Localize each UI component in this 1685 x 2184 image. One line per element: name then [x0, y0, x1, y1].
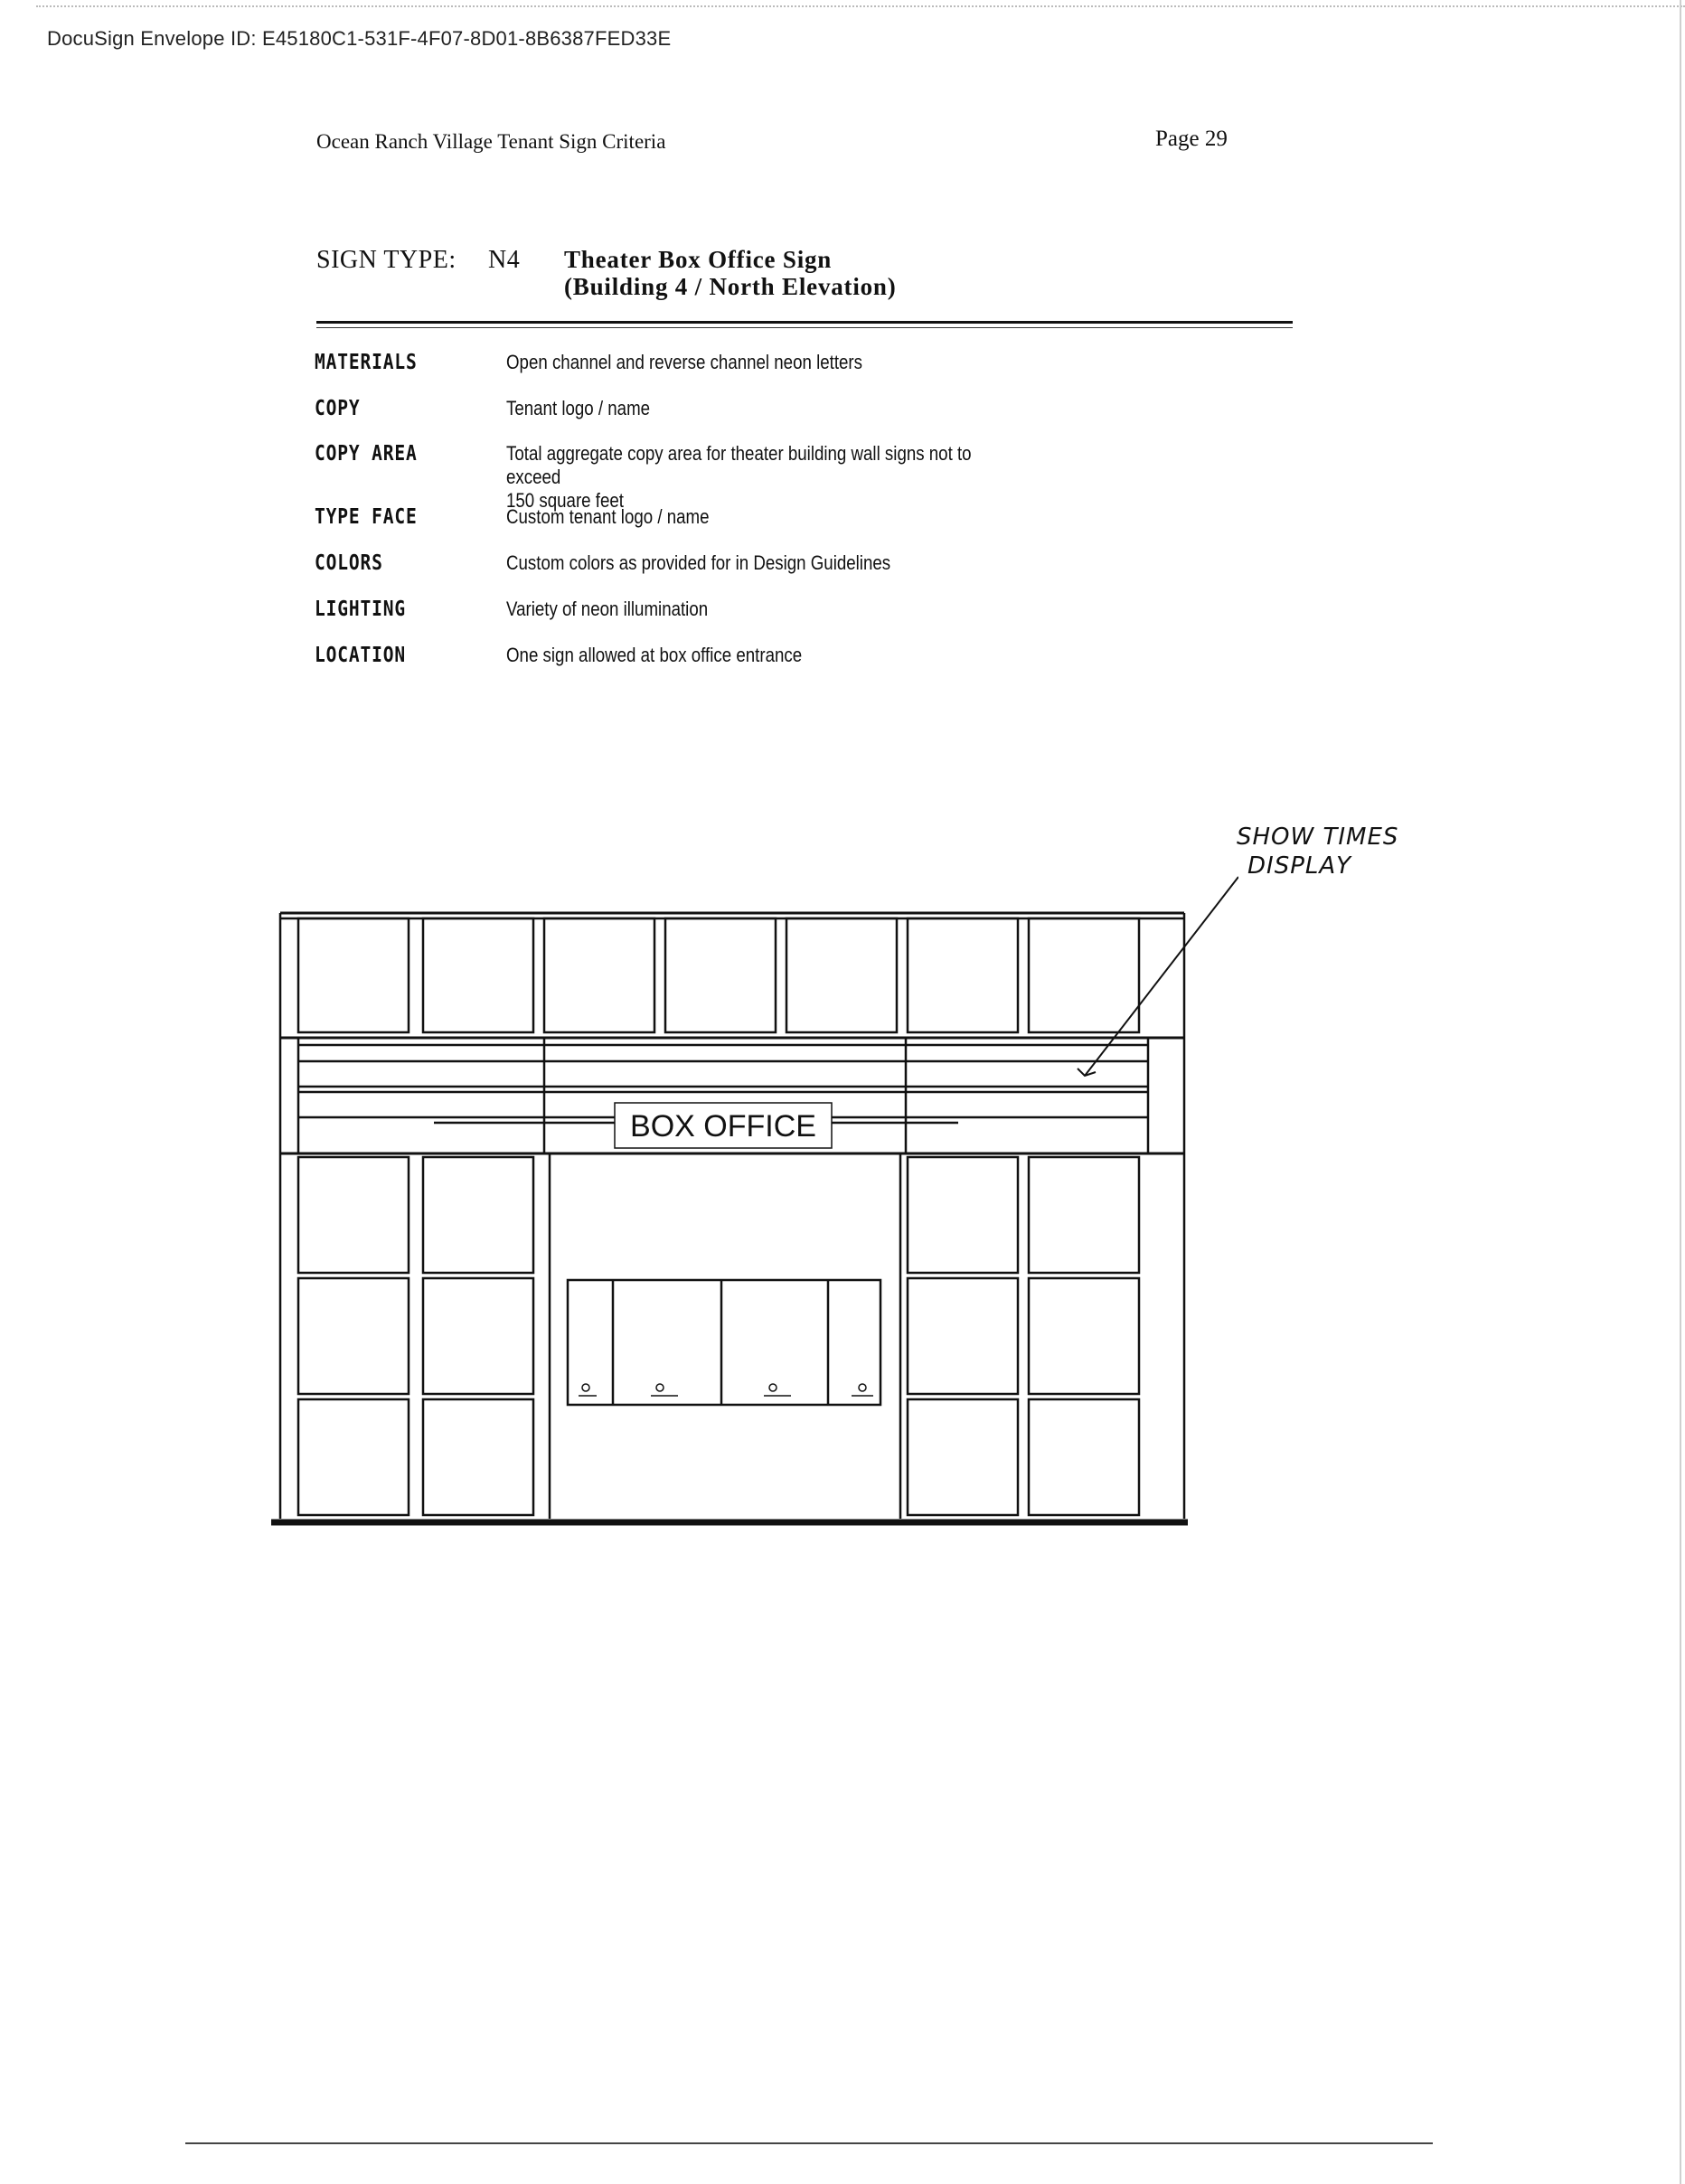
spec-value: Tenant logo / name: [506, 397, 651, 419]
spec-label: LIGHTING: [315, 598, 406, 621]
spec-label: TYPE FACE: [315, 505, 418, 529]
spec-label: MATERIALS: [315, 351, 418, 374]
right-border: [1680, 0, 1681, 2184]
spec-row: COPY AREA Total aggregate copy area for …: [315, 442, 1085, 512]
spec-row: COPY Tenant logo / name: [315, 397, 1085, 442]
spec-row: COLORS Custom colors as provided for in …: [315, 551, 1085, 598]
envelope-id: DocuSign Envelope ID: E45180C1-531F-4F07…: [47, 27, 672, 50]
sign-name-line1: Theater Box Office Sign: [564, 246, 833, 273]
spec-value: Variety of neon illumination: [506, 598, 709, 620]
spec-value: Open channel and reverse channel neon le…: [506, 351, 863, 373]
spec-table: MATERIALS Open channel and reverse chann…: [315, 351, 1085, 690]
sign-name: Theater Box Office Sign (Building 4 / No…: [564, 246, 897, 300]
spec-row: LOCATION One sign allowed at box office …: [315, 644, 1085, 690]
document-title: Ocean Ranch Village Tenant Sign Criteria: [316, 130, 666, 153]
spec-value: Total aggregate copy area for theater bu…: [506, 442, 972, 512]
sign-type-label: SIGN TYPE:: [316, 246, 457, 274]
sign-type-heading: SIGN TYPE: N4: [316, 246, 566, 275]
spec-label: LOCATION: [315, 644, 406, 667]
heading-rule-thin: [316, 327, 1293, 328]
top-border: [36, 5, 1685, 7]
sign-type-code: N4: [488, 246, 521, 274]
annotation-line2: DISPLAY: [1247, 852, 1352, 880]
spec-label: COPY AREA: [315, 442, 418, 466]
spec-value: Custom tenant logo / name: [506, 505, 710, 528]
spec-row: MATERIALS Open channel and reverse chann…: [315, 351, 1085, 397]
spec-value: One sign allowed at box office entrance: [506, 644, 803, 666]
bottom-rule: [185, 2142, 1433, 2144]
annotation-line1: SHOW TIMES: [1237, 824, 1399, 851]
spec-label: COPY: [315, 397, 361, 420]
spec-row: LIGHTING Variety of neon illumination: [315, 598, 1085, 644]
spec-label: COLORS: [315, 551, 383, 575]
spec-row: TYPE FACE Custom tenant logo / name: [315, 505, 1085, 551]
box-office-elevation-drawing: BOX OFFICE: [271, 876, 1238, 1526]
show-times-annotation: SHOW TIMES DISPLAY: [1237, 823, 1398, 880]
sign-name-line2: (Building 4 / North Elevation): [564, 273, 897, 300]
heading-rule: [316, 321, 1293, 324]
spec-value: Custom colors as provided for in Design …: [506, 551, 891, 574]
page-number: Page 29: [1155, 127, 1228, 151]
box-office-sign-text: BOX OFFICE: [630, 1109, 816, 1144]
